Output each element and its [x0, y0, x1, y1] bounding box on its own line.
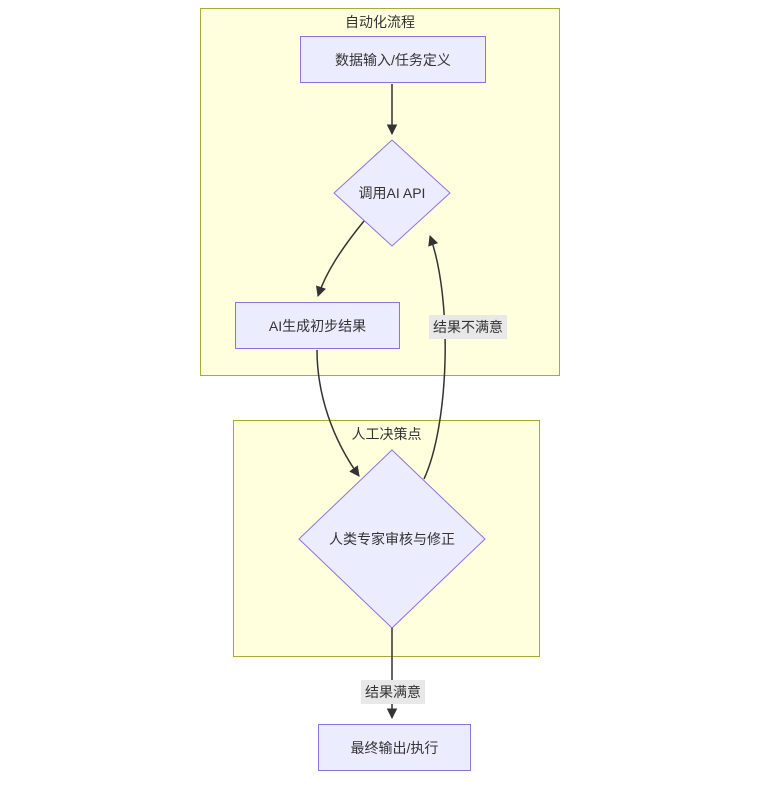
node-ai-draft-result: AI生成初步结果	[235, 302, 400, 349]
node-final-output-label: 最终输出/执行	[350, 739, 439, 756]
subgraph-human-decision-title: 人工决策点	[351, 426, 422, 442]
node-final-output: 最终输出/执行	[318, 724, 471, 771]
subgraph-automation-title: 自动化流程	[345, 14, 415, 30]
edge-label-unsatisfied: 结果不满意	[429, 315, 507, 339]
node-data-input-label: 数据输入/任务定义	[335, 51, 451, 68]
node-data-input: 数据输入/任务定义	[300, 36, 486, 83]
subgraph-human-decision	[233, 420, 540, 657]
node-ai-draft-result-label: AI生成初步结果	[268, 317, 367, 334]
edge-label-satisfied: 结果满意	[361, 680, 425, 704]
